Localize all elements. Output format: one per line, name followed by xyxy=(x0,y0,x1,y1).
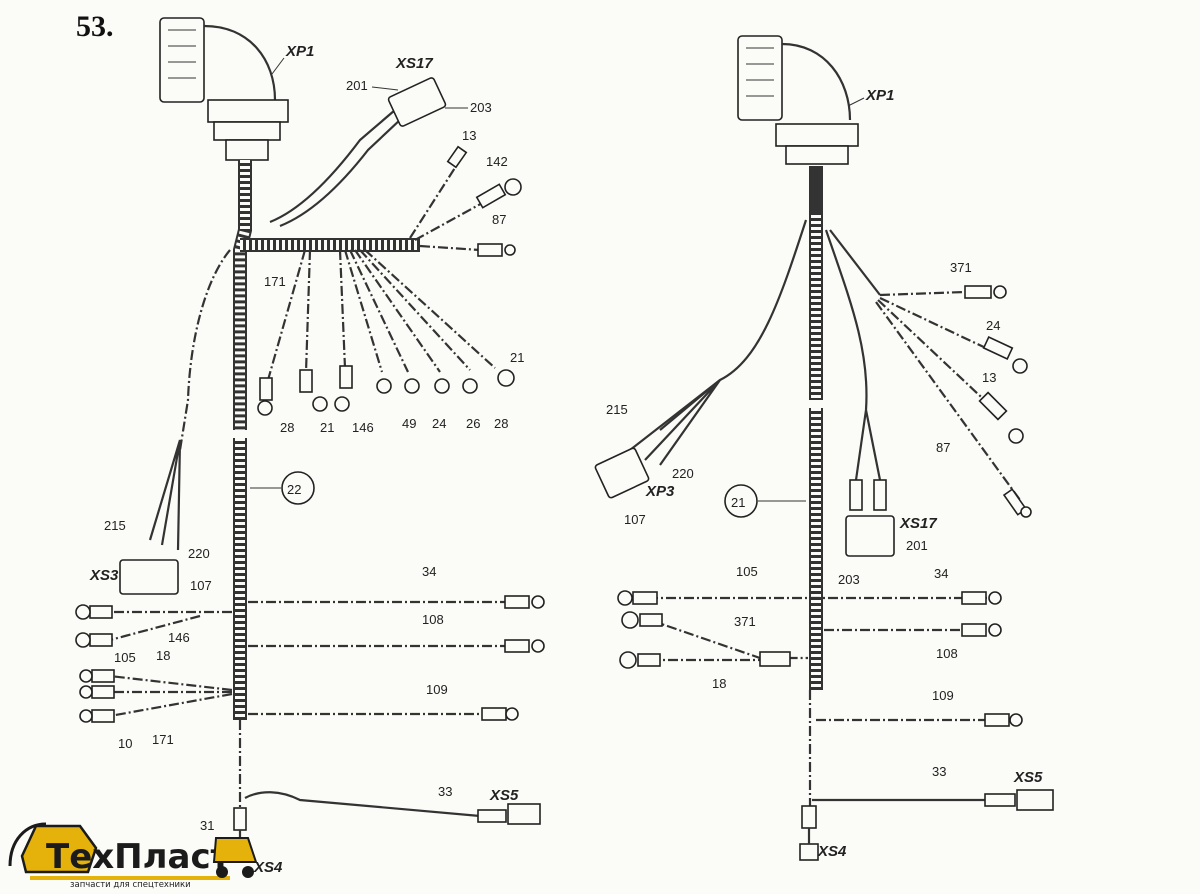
left-label-171: 171 xyxy=(264,274,286,289)
left-label-26: 26 xyxy=(466,416,480,431)
right-callout-circle xyxy=(724,484,758,518)
right-label-13: 13 xyxy=(982,370,996,385)
right-label-34: 34 xyxy=(934,566,948,581)
right-xp1-connector xyxy=(737,35,859,165)
right-label-108: 108 xyxy=(936,646,958,661)
left-label-146: 146 xyxy=(352,420,374,435)
techplast-logo: ТехПласт запчасти для спецтехники xyxy=(8,822,258,890)
right-label-109: 109 xyxy=(932,688,954,703)
left-label-18: 18 xyxy=(156,648,170,663)
left-label-31: 31 xyxy=(200,818,214,833)
right-label-203: 203 xyxy=(838,572,860,587)
right-label-201: 201 xyxy=(906,538,928,553)
right-label-107: 107 xyxy=(624,512,646,527)
logo-brand: ТехПласт xyxy=(46,837,231,877)
left-label-203: 203 xyxy=(470,100,492,115)
left-label-220: 220 xyxy=(188,546,210,561)
left-label-49: 49 xyxy=(402,416,416,431)
left-xp1-label: XP1 xyxy=(285,43,314,60)
right-xs4-label: XS4 xyxy=(817,843,847,860)
right-label-24: 24 xyxy=(986,318,1000,333)
left-label-87: 87 xyxy=(492,212,506,227)
right-label-33: 33 xyxy=(932,764,946,779)
logo-tagline: запчасти для спецтехники xyxy=(70,880,191,890)
right-callout-number: 21 xyxy=(731,495,745,510)
left-label-21a: 21 xyxy=(320,420,334,435)
right-label-105: 105 xyxy=(736,564,758,579)
left-label-109: 109 xyxy=(426,682,448,697)
left-xs4-label: XS4 xyxy=(253,859,283,876)
left-label-24: 24 xyxy=(432,416,446,431)
right-label-215: 215 xyxy=(606,402,628,417)
left-xs5-label: XS5 xyxy=(489,787,519,804)
right-label-18: 18 xyxy=(712,676,726,691)
figure-number: 53. xyxy=(76,10,114,43)
left-label-201: 201 xyxy=(346,78,368,93)
right-xp3-label: XP3 xyxy=(645,483,675,500)
right-xs5-label: XS5 xyxy=(1013,769,1043,786)
right-xs17-label: XS17 xyxy=(899,515,937,532)
left-label-142: 142 xyxy=(486,154,508,169)
left-label-105: 105 xyxy=(114,650,136,665)
right-label-87: 87 xyxy=(936,440,950,455)
left-label-21b: 21 xyxy=(510,350,524,365)
left-label-28a: 28 xyxy=(280,420,294,435)
left-callout-circle xyxy=(281,471,315,505)
left-label-34: 34 xyxy=(422,564,436,579)
left-label-171b: 171 xyxy=(152,732,174,747)
right-label-371b: 371 xyxy=(734,614,756,629)
left-xp1-connector xyxy=(159,17,289,161)
left-label-146b: 146 xyxy=(168,630,190,645)
right-label-371: 371 xyxy=(950,260,972,275)
left-label-10: 10 xyxy=(118,736,132,751)
right-label-220: 220 xyxy=(672,466,694,481)
left-label-107: 107 xyxy=(190,578,212,593)
left-label-215: 215 xyxy=(104,518,126,533)
left-label-33: 33 xyxy=(438,784,452,799)
left-label-28b: 28 xyxy=(494,416,508,431)
left-label-108: 108 xyxy=(422,612,444,627)
left-label-13: 13 xyxy=(462,128,476,143)
left-callout-number: 22 xyxy=(287,482,301,497)
left-xs3-label: XS3 xyxy=(89,567,119,584)
left-harness: XP1 XS17 201 203 13 142 87 xyxy=(75,17,545,876)
left-xs17-label: XS17 xyxy=(395,55,433,72)
right-harness: XP1 215 220 XP3 107 XS17 201 203 371 24 … xyxy=(594,35,1054,861)
right-xp1-label: XP1 xyxy=(865,87,894,104)
